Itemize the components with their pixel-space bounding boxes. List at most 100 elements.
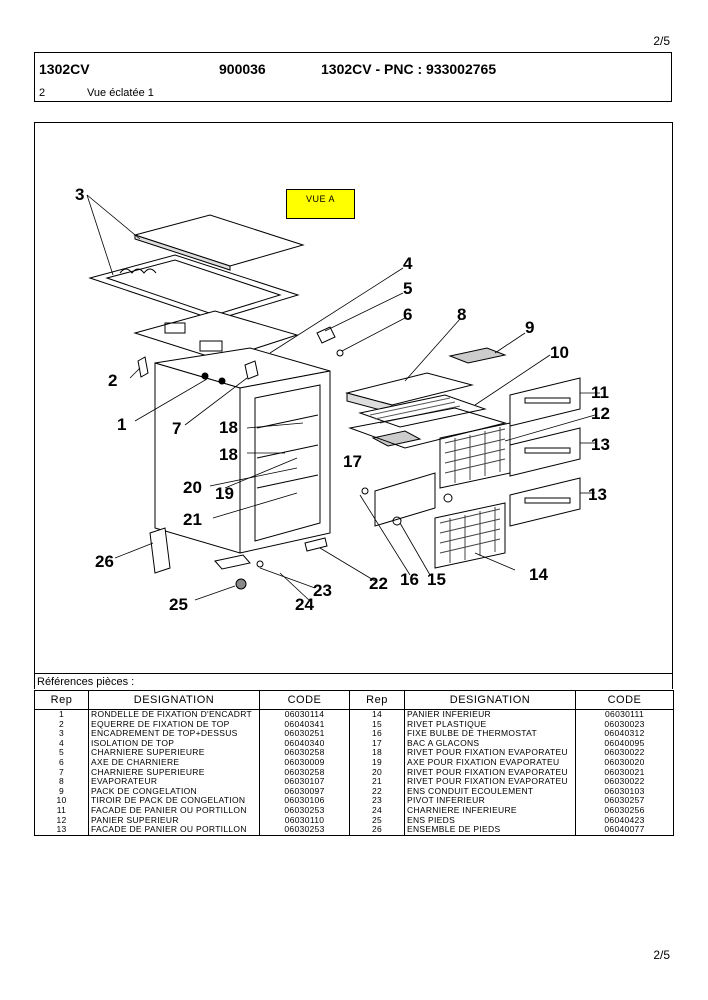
col-code-1: CODE [259,690,350,710]
section-title: Vue éclatée 1 [87,87,154,99]
callout-15: 15 [427,570,446,589]
cell-rep2: 24 [349,805,405,816]
cell-rep1: 9 [34,786,89,797]
cell-des1: FACADE DE PANIER OU PORTILLON [88,825,260,836]
callout-1: 1 [117,415,127,434]
callout-11: 11 [591,383,609,402]
cell-code1: 06030258 [259,767,350,778]
callout-3: 3 [75,185,85,204]
callout-14: 14 [529,565,548,584]
cell-rep2: 17 [349,738,405,749]
references-title-box [34,673,673,689]
col-designation-2: DESIGNATION [404,690,576,710]
cell-des2: PIVOT INFERIEUR [404,796,576,806]
view-a-label: VUE A [286,189,355,219]
callout-18b: 18 [219,445,238,464]
cell-des2: RIVET PLASTIQUE [404,719,576,730]
callout-8: 8 [457,305,467,324]
cell-code2: 06040312 [575,729,674,739]
cell-code1: 06030107 [259,777,350,787]
cell-des2: AXE POUR FIXATION EVAPORATEU [404,757,576,768]
page-number-bottom: 2/5 [653,948,670,962]
cell-rep1: 3 [34,729,89,739]
callout-23: 23 [313,581,332,600]
cell-des1: CHARNIERE SUPERIEURE [88,767,260,778]
cell-rep1: 8 [34,777,89,787]
cell-rep2: 26 [349,825,405,836]
col-rep-1: Rep [34,690,89,710]
callout-7: 7 [172,419,182,438]
cell-des1: ISOLATION DE TOP [88,738,260,749]
cell-rep1: 4 [34,738,89,749]
parts-table: Rep DESIGNATION CODE Rep DESIGNATION COD… [34,690,674,836]
cell-des1: TIROIR DE PACK DE CONGELATION [88,796,260,806]
cell-des1: CHARNIERE SUPERIEURE [88,748,260,758]
cell-rep2: 23 [349,796,405,806]
cell-code1: 06030110 [259,815,350,826]
cell-des1: PACK DE CONGELATION [88,786,260,797]
cell-code2: 06030020 [575,757,674,768]
section-number: 2 [39,87,46,99]
cell-rep2: 14 [349,709,405,720]
callout-12: 12 [591,404,610,423]
callout-24: 24 [295,595,314,614]
cell-des2: RIVET POUR FIXATION EVAPORATEU [404,777,576,787]
cell-rep2: 21 [349,777,405,787]
callout-2: 2 [108,371,118,390]
callout-13b: 13 [588,485,607,504]
cell-des2: CHARNIERE INFERIEURE [404,805,576,816]
cell-rep1: 11 [34,805,89,816]
cell-rep1: 7 [34,767,89,778]
cell-rep2: 15 [349,719,405,730]
cell-rep2: 22 [349,786,405,797]
callout-25: 25 [169,595,188,614]
cell-rep1: 12 [34,815,89,826]
cell-rep1: 2 [34,719,89,730]
cell-rep2: 20 [349,767,405,778]
cell-rep2: 18 [349,748,405,758]
callout-9: 9 [525,318,535,337]
cell-des1: PANIER SUPERIEUR [88,815,260,826]
cell-des2: BAC A GLACONS [404,738,576,749]
cell-des1: EVAPORATEUR [88,777,260,787]
cell-code1: 06030251 [259,729,350,739]
parts-table-header: Rep DESIGNATION CODE Rep DESIGNATION COD… [34,690,674,710]
cell-des1: FACADE DE PANIER OU PORTILLON [88,805,260,816]
callout-6: 6 [403,305,413,324]
references-title: Références pièces : [37,676,135,688]
callout-21: 21 [183,510,202,529]
exploded-view-illustration [86,194,600,602]
cell-des1: EQUERRE DE FIXATION DE TOP [88,719,260,730]
cell-code2: 06030022 [575,748,674,758]
cell-des2: FIXE BULBE DE THERMOSTAT [404,729,576,739]
cell-des1: AXE DE CHARNIERE [88,757,260,768]
cell-code1: 06030106 [259,796,350,806]
cell-rep1: 10 [34,796,89,806]
cell-rep2: 19 [349,757,405,768]
cell-code2: 06030023 [575,719,674,730]
cell-code2: 06030111 [575,709,674,720]
cell-code2: 06040077 [575,825,674,836]
cell-des2: ENSEMBLE DE PIEDS [404,825,576,836]
model-name: 1302CV [39,61,90,77]
cell-rep1: 5 [34,748,89,758]
cell-code2: 06030022 [575,777,674,787]
callout-5: 5 [403,279,413,298]
cell-des2: ENS PIEDS [404,815,576,826]
cell-code2: 06040423 [575,815,674,826]
callout-18a: 18 [219,418,238,437]
cell-code2: 06030257 [575,796,674,806]
cell-rep1: 1 [34,709,89,720]
col-designation-1: DESIGNATION [88,690,260,710]
page-number-top: 2/5 [653,34,670,48]
callout-26: 26 [95,552,114,571]
